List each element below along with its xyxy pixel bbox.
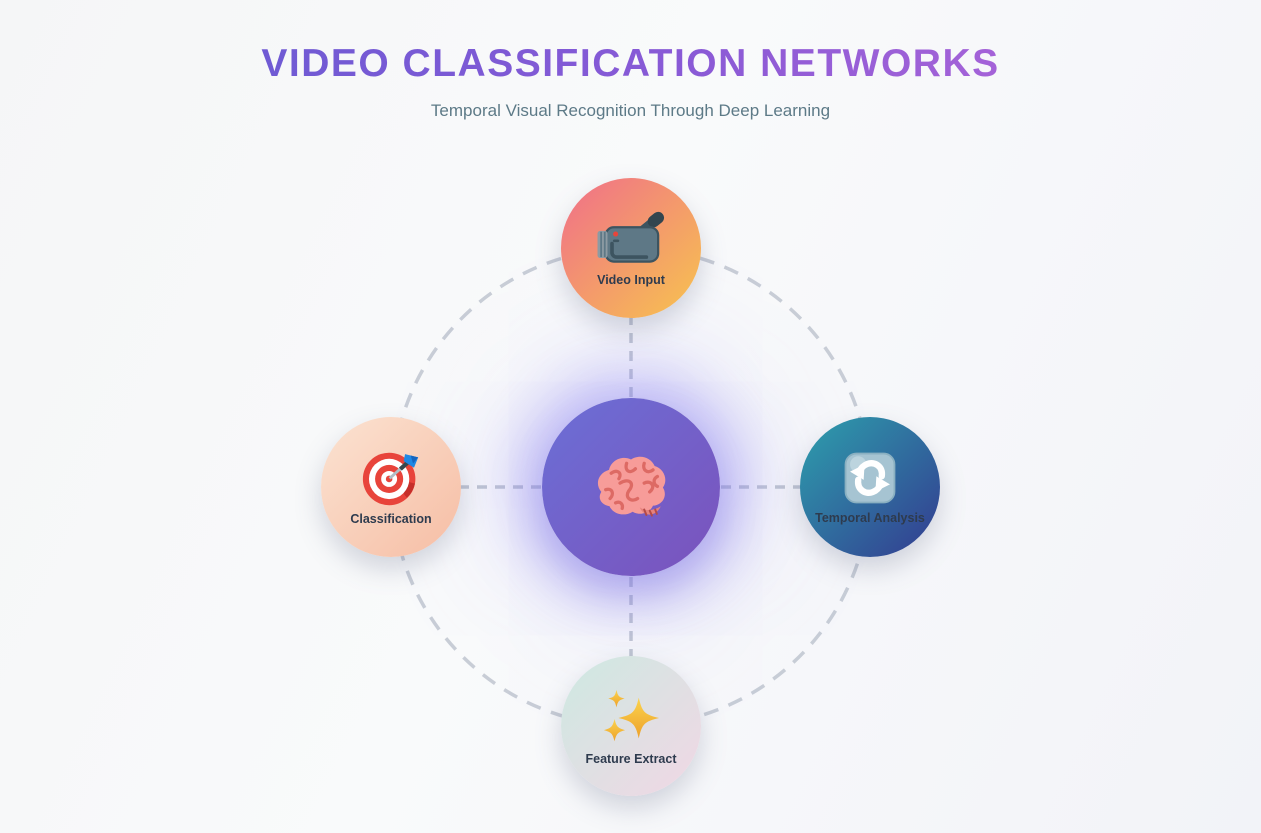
cycle-arrows-icon xyxy=(841,449,899,507)
target-dart-icon xyxy=(361,448,421,508)
page-title: VIDEO CLASSIFICATION NETWORKS xyxy=(0,42,1261,86)
node-label: Video Input xyxy=(597,273,665,288)
node-label: Temporal Analysis xyxy=(815,511,925,526)
brain-icon xyxy=(587,450,675,525)
sparkles-icon xyxy=(600,686,662,748)
video-camera-icon xyxy=(593,209,669,269)
node-temporal-analysis: Temporal Analysis xyxy=(800,417,940,557)
center-node-brain xyxy=(542,398,720,576)
node-label: Classification xyxy=(350,512,432,527)
node-feature-extract: Feature Extract xyxy=(561,656,701,796)
node-classification: Classification xyxy=(321,417,461,557)
node-label: Feature Extract xyxy=(585,752,677,767)
page-subtitle: Temporal Visual Recognition Through Deep… xyxy=(430,101,831,120)
node-video-input: Video Input xyxy=(561,178,701,318)
header: VIDEO CLASSIFICATION NETWORKS Temporal V… xyxy=(0,0,1261,121)
